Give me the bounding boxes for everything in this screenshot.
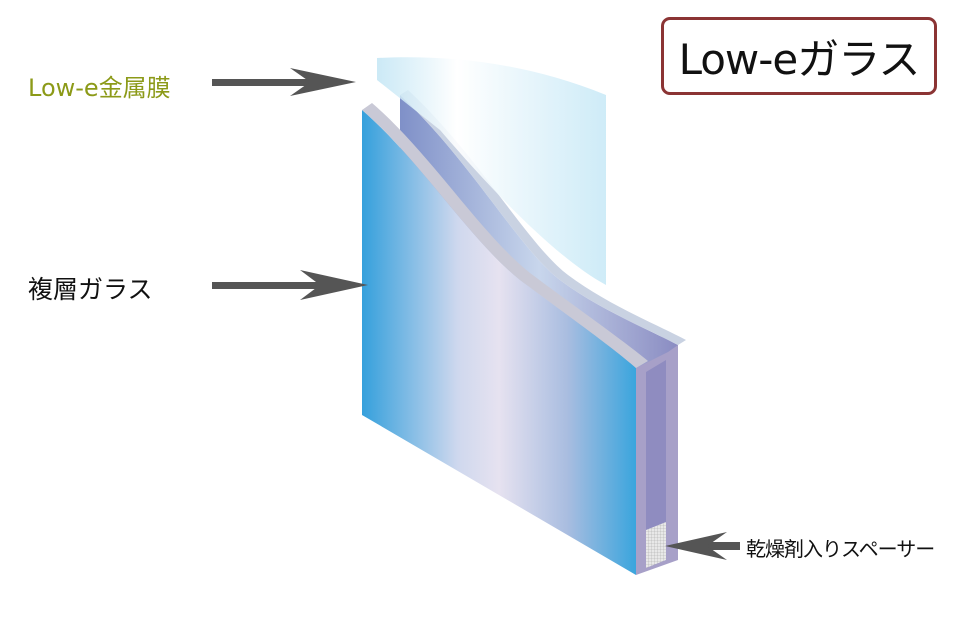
arrow-lowe (212, 68, 356, 96)
arrow-double-glass (212, 270, 368, 300)
double-glass-label: 複層ガラス (28, 275, 153, 304)
lowe-film-label: Low-e金属膜 (28, 74, 171, 102)
front-glass-pane (362, 103, 648, 575)
title-box: Low-eガラス (661, 17, 937, 95)
arrow-spacer (665, 532, 740, 560)
spacer (636, 345, 678, 575)
lowe-film (377, 57, 606, 285)
spacer-label: 乾燥剤入りスペーサー (746, 537, 935, 561)
